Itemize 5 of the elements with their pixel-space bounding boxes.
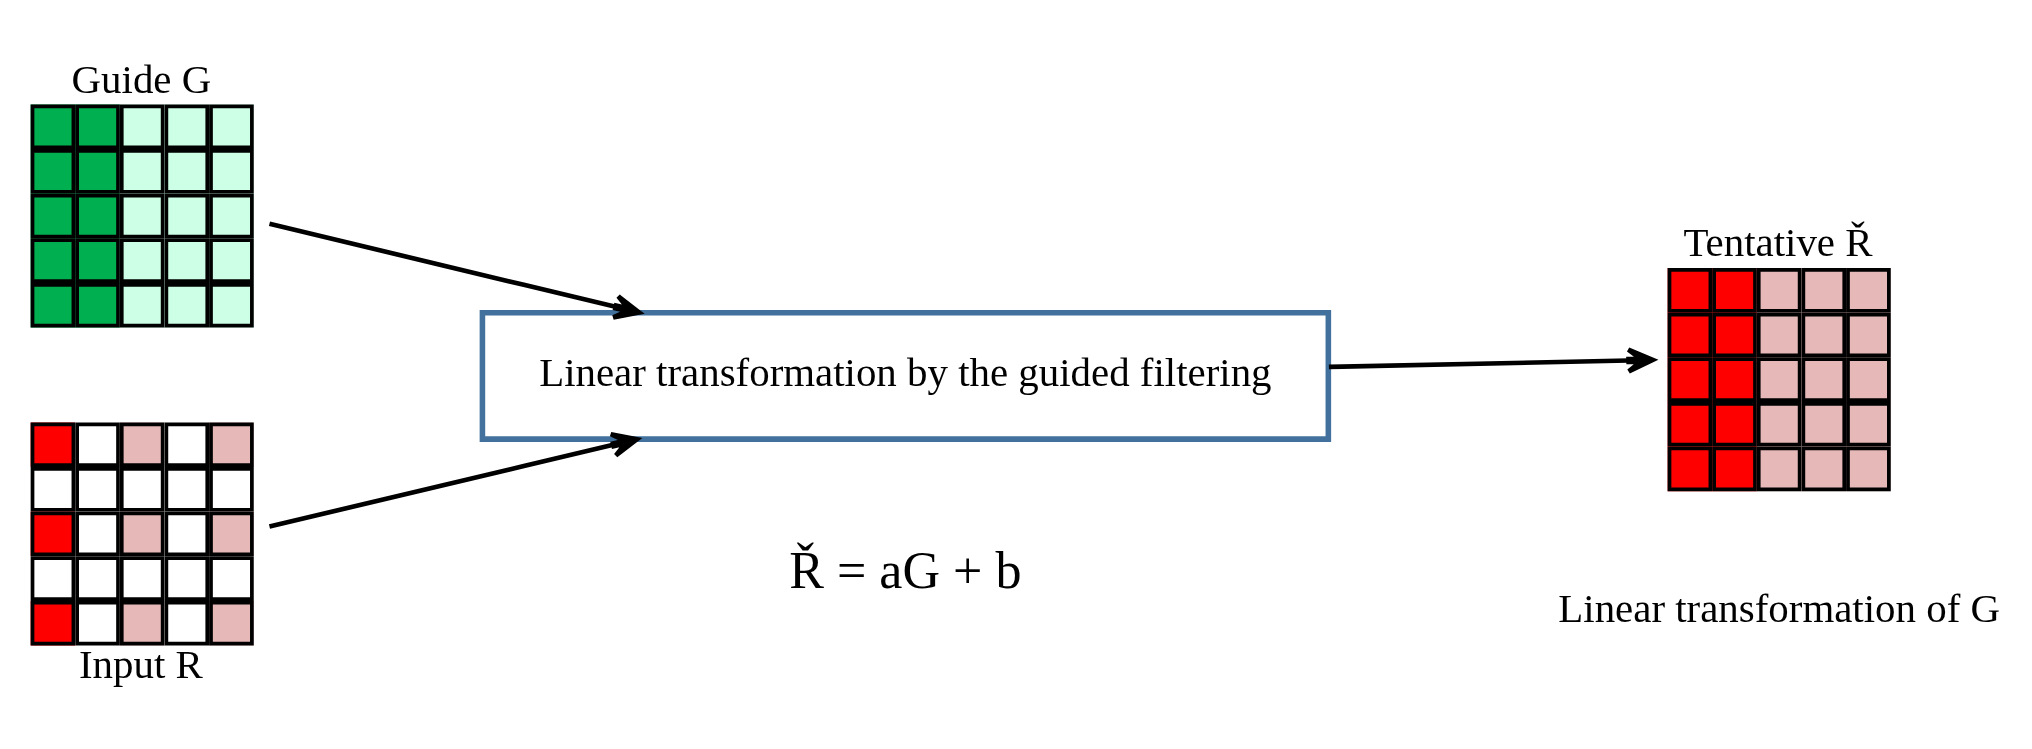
- label: Linear transformation of G: [1558, 585, 2001, 631]
- node-label: Tentative Ř: [1683, 219, 1873, 265]
- label: Ř = aG + b: [789, 541, 1022, 599]
- node-text: Input R: [78, 641, 203, 687]
- node-label: Guide G: [71, 56, 212, 102]
